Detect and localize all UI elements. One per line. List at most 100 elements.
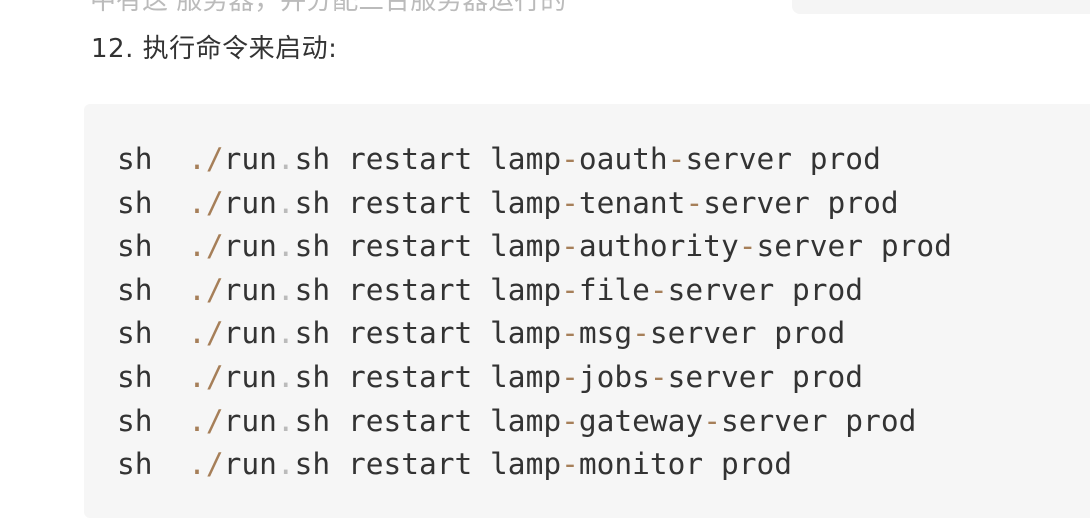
code-token-sep2: - (649, 359, 668, 394)
code-token-svc-a: lamp (490, 229, 562, 264)
code-token-script-ext: sh (294, 229, 331, 264)
code-token-svc-a: lamp (490, 185, 562, 220)
code-token-svc-a: lamp (490, 447, 562, 482)
code-space (330, 447, 348, 481)
code-token-cmd: sh (117, 447, 153, 482)
code-line: sh ./run.sh restart lamp-monitor prod (117, 443, 952, 487)
code-token-env: prod (792, 272, 864, 307)
code-space (330, 273, 348, 307)
code-token-svc-b: authority (578, 229, 739, 264)
code-token-action: restart (347, 316, 473, 351)
code-token-svc-c: server (667, 272, 775, 307)
code-token-cmd: sh (117, 142, 153, 176)
code-space (153, 273, 189, 307)
code-space (757, 316, 775, 350)
code-space (703, 447, 721, 481)
code-token-script-ext: sh (294, 316, 331, 351)
code-token-script-dot: . (276, 142, 295, 176)
code-line: sh ./run.sh restart lamp-file-server pro… (117, 269, 952, 313)
code-token-cmd: sh (117, 403, 153, 438)
code-line: sh ./run.sh restart lamp-oauth-server pr… (117, 138, 952, 182)
code-token-script-dot: . (276, 272, 295, 307)
code-token-action: restart (347, 229, 473, 264)
code-line: sh ./run.sh restart lamp-msg-server prod (117, 312, 952, 356)
code-token-sep1: - (561, 316, 579, 351)
code-token-action: restart (347, 359, 473, 394)
code-token-sep1: - (561, 359, 579, 394)
code-token-svc-c: server (667, 359, 775, 394)
code-line: sh ./run.sh restart lamp-authority-serve… (117, 225, 952, 269)
code-token-script-slash: / (205, 447, 224, 482)
code-token-script-slash: / (205, 403, 224, 438)
code-token-svc-c: server (756, 229, 864, 264)
code-token-script-prefix: . (188, 403, 206, 438)
code-token-svc-b: oauth (578, 142, 668, 176)
code-token-script-slash: / (205, 185, 224, 220)
code-token-svc-b: jobs (578, 359, 650, 394)
code-space (330, 186, 348, 220)
code-token-script-name: run (223, 185, 277, 220)
code-token-script-name: run (223, 316, 277, 351)
code-token-env: prod (827, 185, 899, 220)
code-token-env: prod (809, 142, 881, 176)
code-space (472, 316, 490, 350)
code-token-env: prod (774, 316, 846, 351)
code-token-svc-c: server (649, 316, 757, 351)
previous-paragraph-cutoff: 中有这 服务器，并分配三台服务器运行的 (90, 0, 567, 16)
code-token-svc-b: gateway (578, 403, 704, 438)
code-space (153, 447, 189, 481)
code-token-sep2: - (632, 316, 650, 351)
code-token-svc-c: server (685, 142, 793, 176)
code-lines: sh ./run.sh restart lamp-oauth-server pr… (117, 138, 952, 487)
code-token-svc-a: lamp (490, 403, 562, 438)
previous-code-block-edge (792, 0, 1090, 14)
step-title: 12. 执行命令来启动: (91, 34, 338, 64)
code-space (774, 360, 792, 394)
code-token-env: prod (845, 403, 917, 438)
code-token-cmd: sh (117, 229, 153, 264)
code-token-svc-a: lamp (490, 359, 562, 394)
code-token-script-dot: . (276, 447, 295, 482)
code-space (863, 229, 881, 263)
code-token-script-prefix: . (188, 185, 206, 220)
code-token-script-prefix: . (188, 447, 206, 482)
code-space (330, 316, 348, 350)
code-token-sep1: - (561, 229, 579, 264)
code-token-action: restart (347, 185, 473, 220)
code-token-script-slash: / (205, 229, 224, 264)
code-token-script-dot: . (276, 316, 295, 351)
code-token-script-ext: sh (294, 142, 331, 176)
code-token-sep2: - (738, 229, 757, 264)
code-token-script-slash: / (205, 272, 224, 307)
code-token-cmd: sh (117, 185, 153, 220)
code-token-sep2: - (667, 142, 686, 176)
code-token-sep1: - (561, 447, 579, 482)
code-space (153, 404, 189, 438)
code-token-script-slash: / (205, 359, 224, 394)
code-block[interactable]: sh ./run.sh restart lamp-oauth-server pr… (84, 104, 1090, 518)
code-token-sep1: - (561, 142, 579, 176)
code-space (153, 360, 189, 394)
code-token-sep1: - (561, 185, 579, 220)
code-token-svc-b: tenant (578, 185, 686, 220)
code-token-script-dot: . (276, 403, 295, 438)
code-space (774, 273, 792, 307)
code-space (472, 447, 490, 481)
code-space (792, 142, 810, 176)
code-token-script-ext: sh (294, 185, 331, 220)
code-space (330, 229, 348, 263)
code-token-script-dot: . (276, 185, 295, 220)
code-token-action: restart (347, 272, 473, 307)
code-space (153, 229, 189, 263)
code-space (330, 360, 348, 394)
code-token-script-name: run (223, 229, 277, 264)
code-token-env: prod (792, 359, 864, 394)
code-line: sh ./run.sh restart lamp-gateway-server … (117, 400, 952, 444)
code-token-script-name: run (223, 403, 277, 438)
code-space (472, 229, 490, 263)
code-token-script-dot: . (276, 359, 295, 394)
code-token-svc-c: server (703, 185, 810, 220)
code-token-action: restart (347, 142, 473, 176)
code-token-sep1: - (561, 272, 579, 307)
